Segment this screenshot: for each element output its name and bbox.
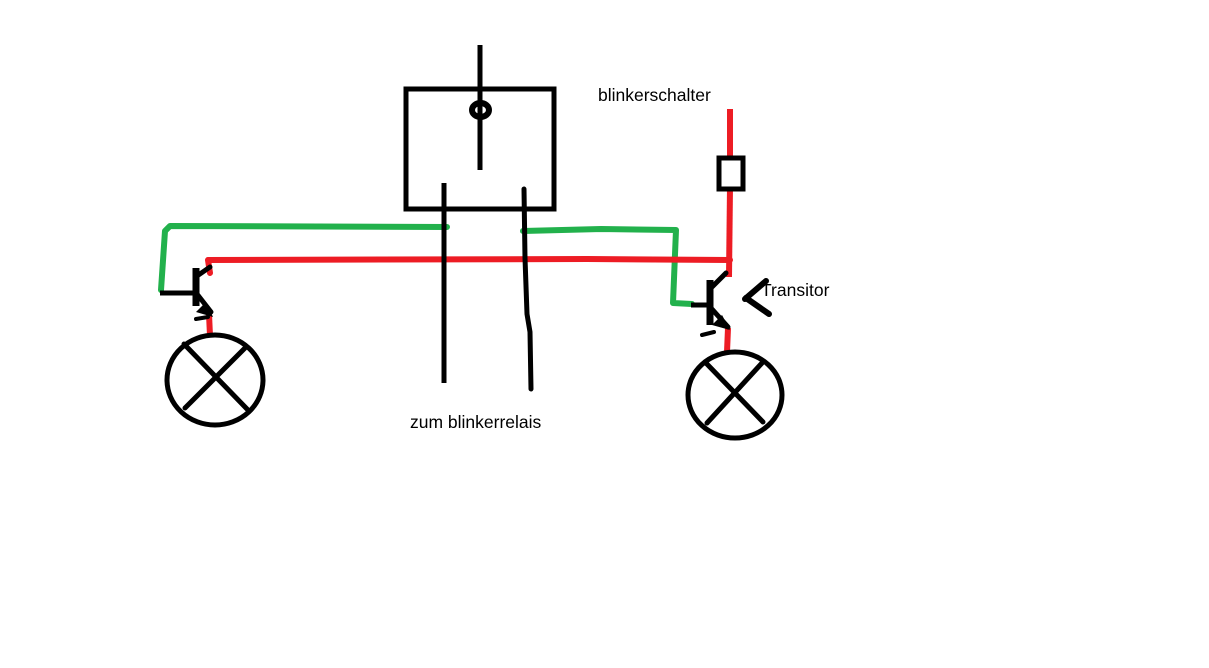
transistor-left-collector [194,264,213,279]
lamp-right-red-lead-line [724,327,731,353]
switch-red-lead-bottom [726,186,733,278]
transistor-left-tick [194,315,210,321]
annotation-arrow-lower-stroke [743,295,772,317]
blinker-switch-label: blinkerschalter [598,85,711,105]
relay-lead-right [521,186,534,392]
relay-box [403,45,557,392]
lamp-right-cross-2 [704,360,765,426]
transistor-right [691,270,731,337]
annotation-arrow-upper-stroke [742,278,769,302]
transistor-left-emitter-arrow-icon [196,302,213,317]
red-bus-wire-path [205,256,733,276]
transistor-left [160,264,214,321]
transistor-right-collector [708,270,729,291]
lamp-right-circle [685,349,785,441]
transistor-right-tick [700,330,716,337]
green-wire-right [520,226,695,307]
red-bus-wire [205,256,733,276]
blinker-switch [716,155,746,192]
lamp-right-red-lead [724,327,731,353]
transistor-right-emitter-arrow-icon [712,315,730,330]
blinker-switch-outline [716,155,746,192]
lamp-left-cross-2 [182,344,249,411]
green-wire-left-path [158,223,450,293]
switch-red-lead-bottom-line [726,186,733,278]
green-wire-right-path [520,226,695,307]
to-blinker-relay-label: zum blinkerrelais [410,412,542,432]
green-wire-left [158,223,450,293]
indicator-lamp-left [164,332,266,428]
indicator-lamp-right [685,349,785,441]
relay-box-knob-icon [469,100,492,120]
transistor-annotation-arrow [742,278,772,317]
lamp-left-circle [164,332,266,428]
transistor-label: Transitor [761,280,830,300]
